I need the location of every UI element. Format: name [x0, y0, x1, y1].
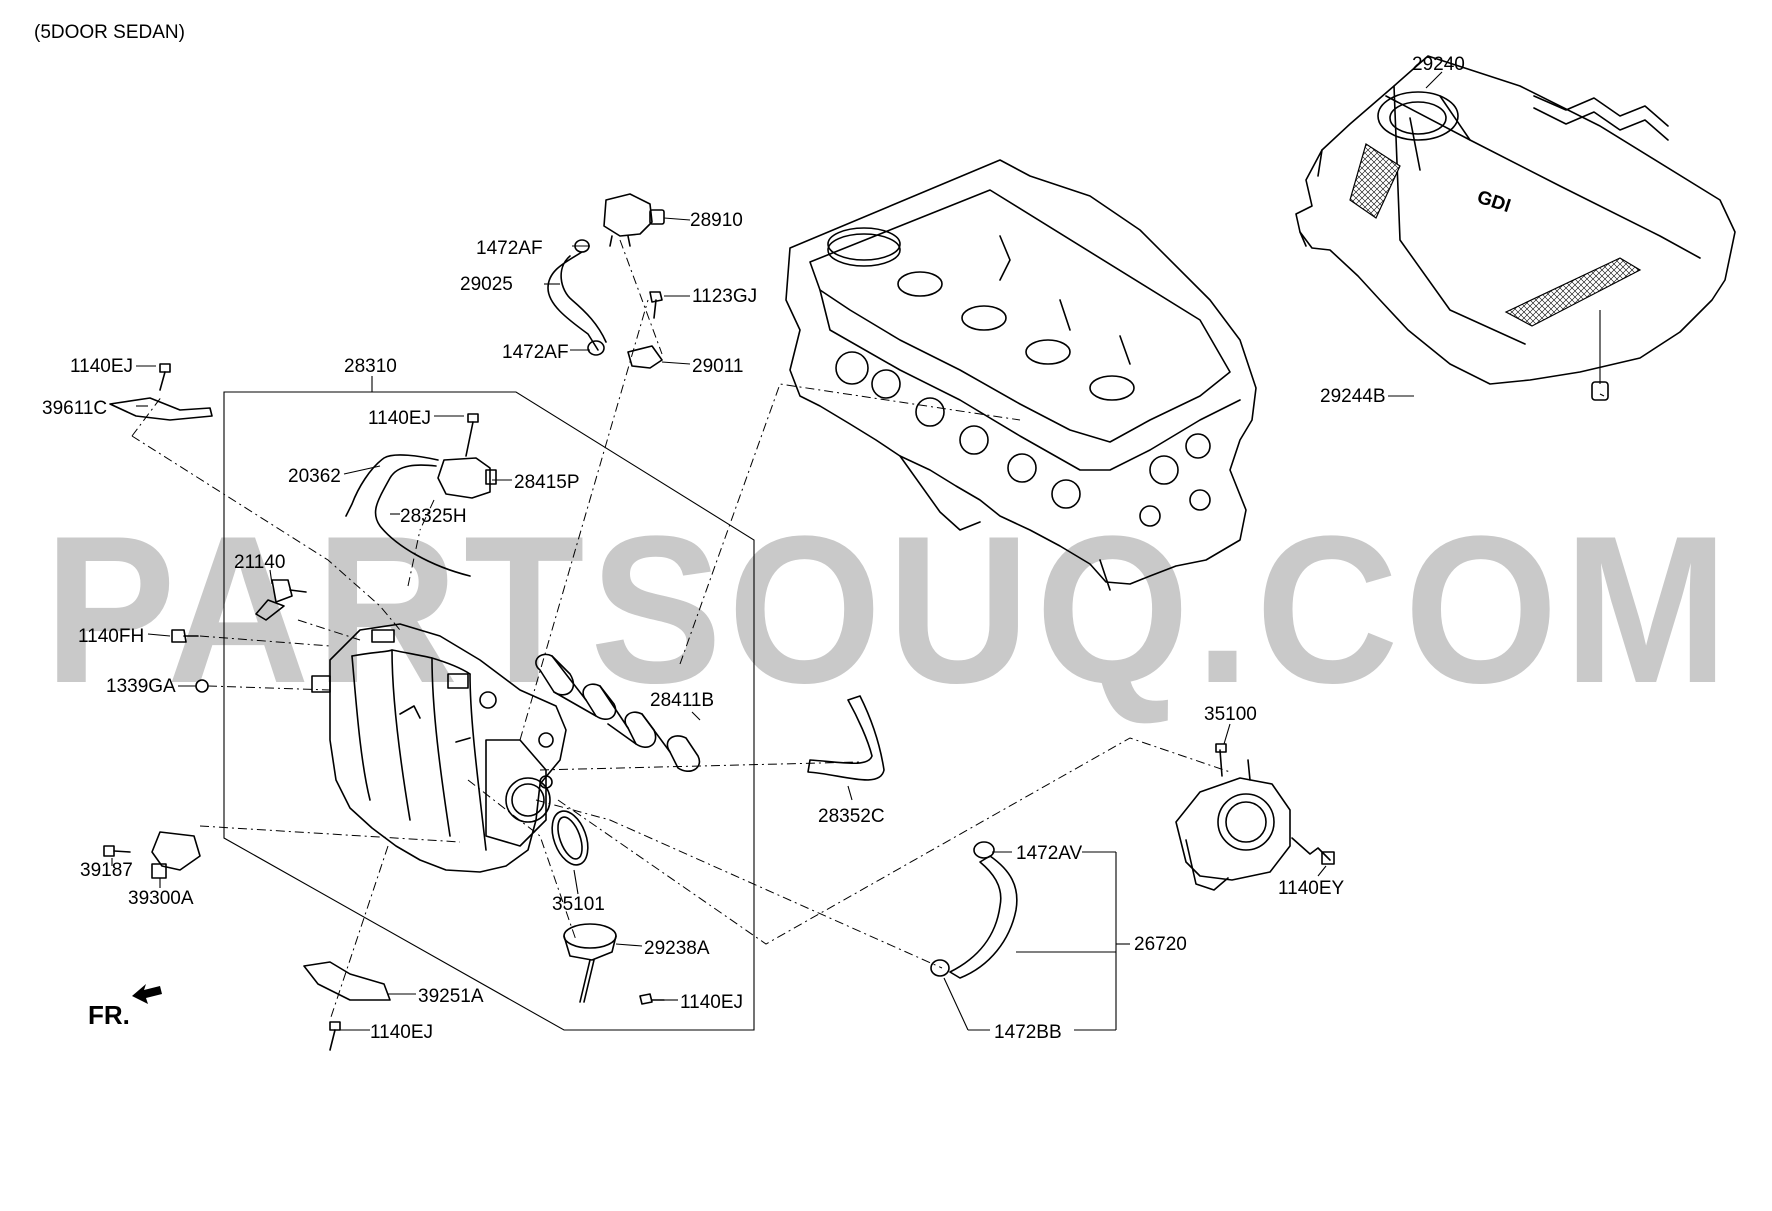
cover-gdi-badge: GDI	[1474, 187, 1513, 217]
label-29240[interactable]: 29240	[1412, 54, 1465, 75]
solenoid-28415p-part[interactable]	[437, 457, 497, 499]
front-direction-indicator: FR.	[88, 984, 162, 1030]
clamp-1472af-bottom-part[interactable]	[587, 340, 605, 356]
bracket-39251a-part[interactable]	[303, 961, 391, 1001]
bracket-39611c-part[interactable]	[109, 397, 213, 421]
label-29244b[interactable]: 29244B	[1320, 386, 1386, 407]
cylinder-head-part[interactable]	[785, 159, 1257, 591]
label-20362[interactable]: 20362	[288, 466, 341, 487]
bolt-1140fh-part[interactable]	[171, 629, 199, 643]
fitting-21140-part[interactable]	[255, 579, 307, 621]
label-1140ej-inner[interactable]: 1140EJ	[368, 408, 431, 429]
label-1123gj[interactable]: 1123GJ	[692, 286, 757, 307]
clamp-1472av-part[interactable]	[973, 841, 995, 859]
throttle-body-35100-part[interactable]	[1175, 743, 1291, 891]
label-28325h[interactable]: 28325H	[400, 506, 467, 527]
bolt-1140ej-actuator-part[interactable]	[639, 993, 665, 1005]
gasket-28411b-part[interactable]	[535, 653, 701, 772]
label-39611c[interactable]: 39611C	[42, 398, 107, 419]
bracket-29011-part[interactable]	[627, 345, 663, 369]
bolt-1140ej-inner-part[interactable]	[465, 413, 479, 457]
engine-cover-part[interactable]: GDI	[1295, 55, 1736, 385]
purge-valve-28910-part[interactable]	[603, 193, 665, 247]
label-28415p[interactable]: 28415P	[514, 472, 580, 493]
label-1140ey[interactable]: 1140EY	[1278, 878, 1345, 899]
label-39187[interactable]: 39187	[80, 860, 133, 881]
watermark-text: PARTSOUQ.COM	[44, 492, 1734, 727]
label-29025[interactable]: 29025	[460, 274, 513, 295]
label-35101[interactable]: 35101	[552, 894, 605, 915]
label-21140[interactable]: 21140	[234, 552, 285, 573]
bolt-39187-part[interactable]	[103, 845, 131, 857]
hose-28352c-part[interactable]	[807, 695, 885, 781]
hose-20362-part[interactable]	[345, 454, 439, 517]
label-26720[interactable]: 26720	[1134, 934, 1187, 955]
grommet-29244b-part[interactable]	[1591, 310, 1609, 401]
label-35100[interactable]: 35100	[1204, 704, 1257, 725]
label-1140ej-actuator[interactable]: 1140EJ	[680, 992, 743, 1013]
bolt-1140ej-left-part[interactable]	[159, 363, 171, 391]
hose-29025-part[interactable]	[547, 251, 607, 351]
actuator-29238a-part[interactable]	[563, 923, 617, 1003]
clamp-1472bb-part[interactable]	[930, 959, 950, 977]
label-1140fh[interactable]: 1140FH	[78, 626, 144, 647]
part-labels: 29240 29244B 28910 1472AF 29025 1123GJ 1…	[42, 54, 1465, 1043]
label-1339ga[interactable]: 1339GA	[106, 676, 176, 697]
front-label: FR.	[88, 1000, 130, 1030]
intake-manifold-part[interactable]	[311, 623, 567, 873]
label-28310[interactable]: 28310	[344, 356, 397, 377]
label-39300a[interactable]: 39300A	[128, 888, 194, 909]
label-1140ej-left[interactable]: 1140EJ	[70, 356, 133, 377]
label-28411b[interactable]: 28411B	[650, 690, 714, 711]
label-28910[interactable]: 28910	[690, 210, 743, 231]
label-39251a[interactable]: 39251A	[418, 986, 484, 1007]
hose-28325h-part[interactable]	[374, 464, 471, 577]
label-29238a[interactable]: 29238A	[644, 938, 710, 959]
bolt-1123gj-part[interactable]	[649, 291, 663, 319]
label-1472av[interactable]: 1472AV	[1016, 843, 1083, 864]
hose-26720-part[interactable]	[949, 855, 1018, 979]
label-1472bb[interactable]: 1472BB	[994, 1022, 1062, 1043]
label-1140ej-bottom[interactable]: 1140EJ	[370, 1022, 433, 1043]
bolt-1140ey-part[interactable]	[1291, 837, 1335, 865]
leader-lines	[111, 71, 1605, 1031]
front-arrow-icon	[132, 984, 162, 1004]
sensor-39300a-part[interactable]	[151, 831, 201, 879]
bolt-1140ej-bottom-part[interactable]	[329, 1021, 341, 1051]
gasket-35101-part[interactable]	[545, 806, 594, 870]
label-28352c[interactable]: 28352C	[818, 806, 885, 827]
label-1472af-top[interactable]: 1472AF	[476, 238, 543, 259]
label-1472af-bottom[interactable]: 1472AF	[502, 342, 569, 363]
variant-header: (5DOOR SEDAN)	[34, 22, 185, 43]
label-29011[interactable]: 29011	[692, 356, 743, 377]
